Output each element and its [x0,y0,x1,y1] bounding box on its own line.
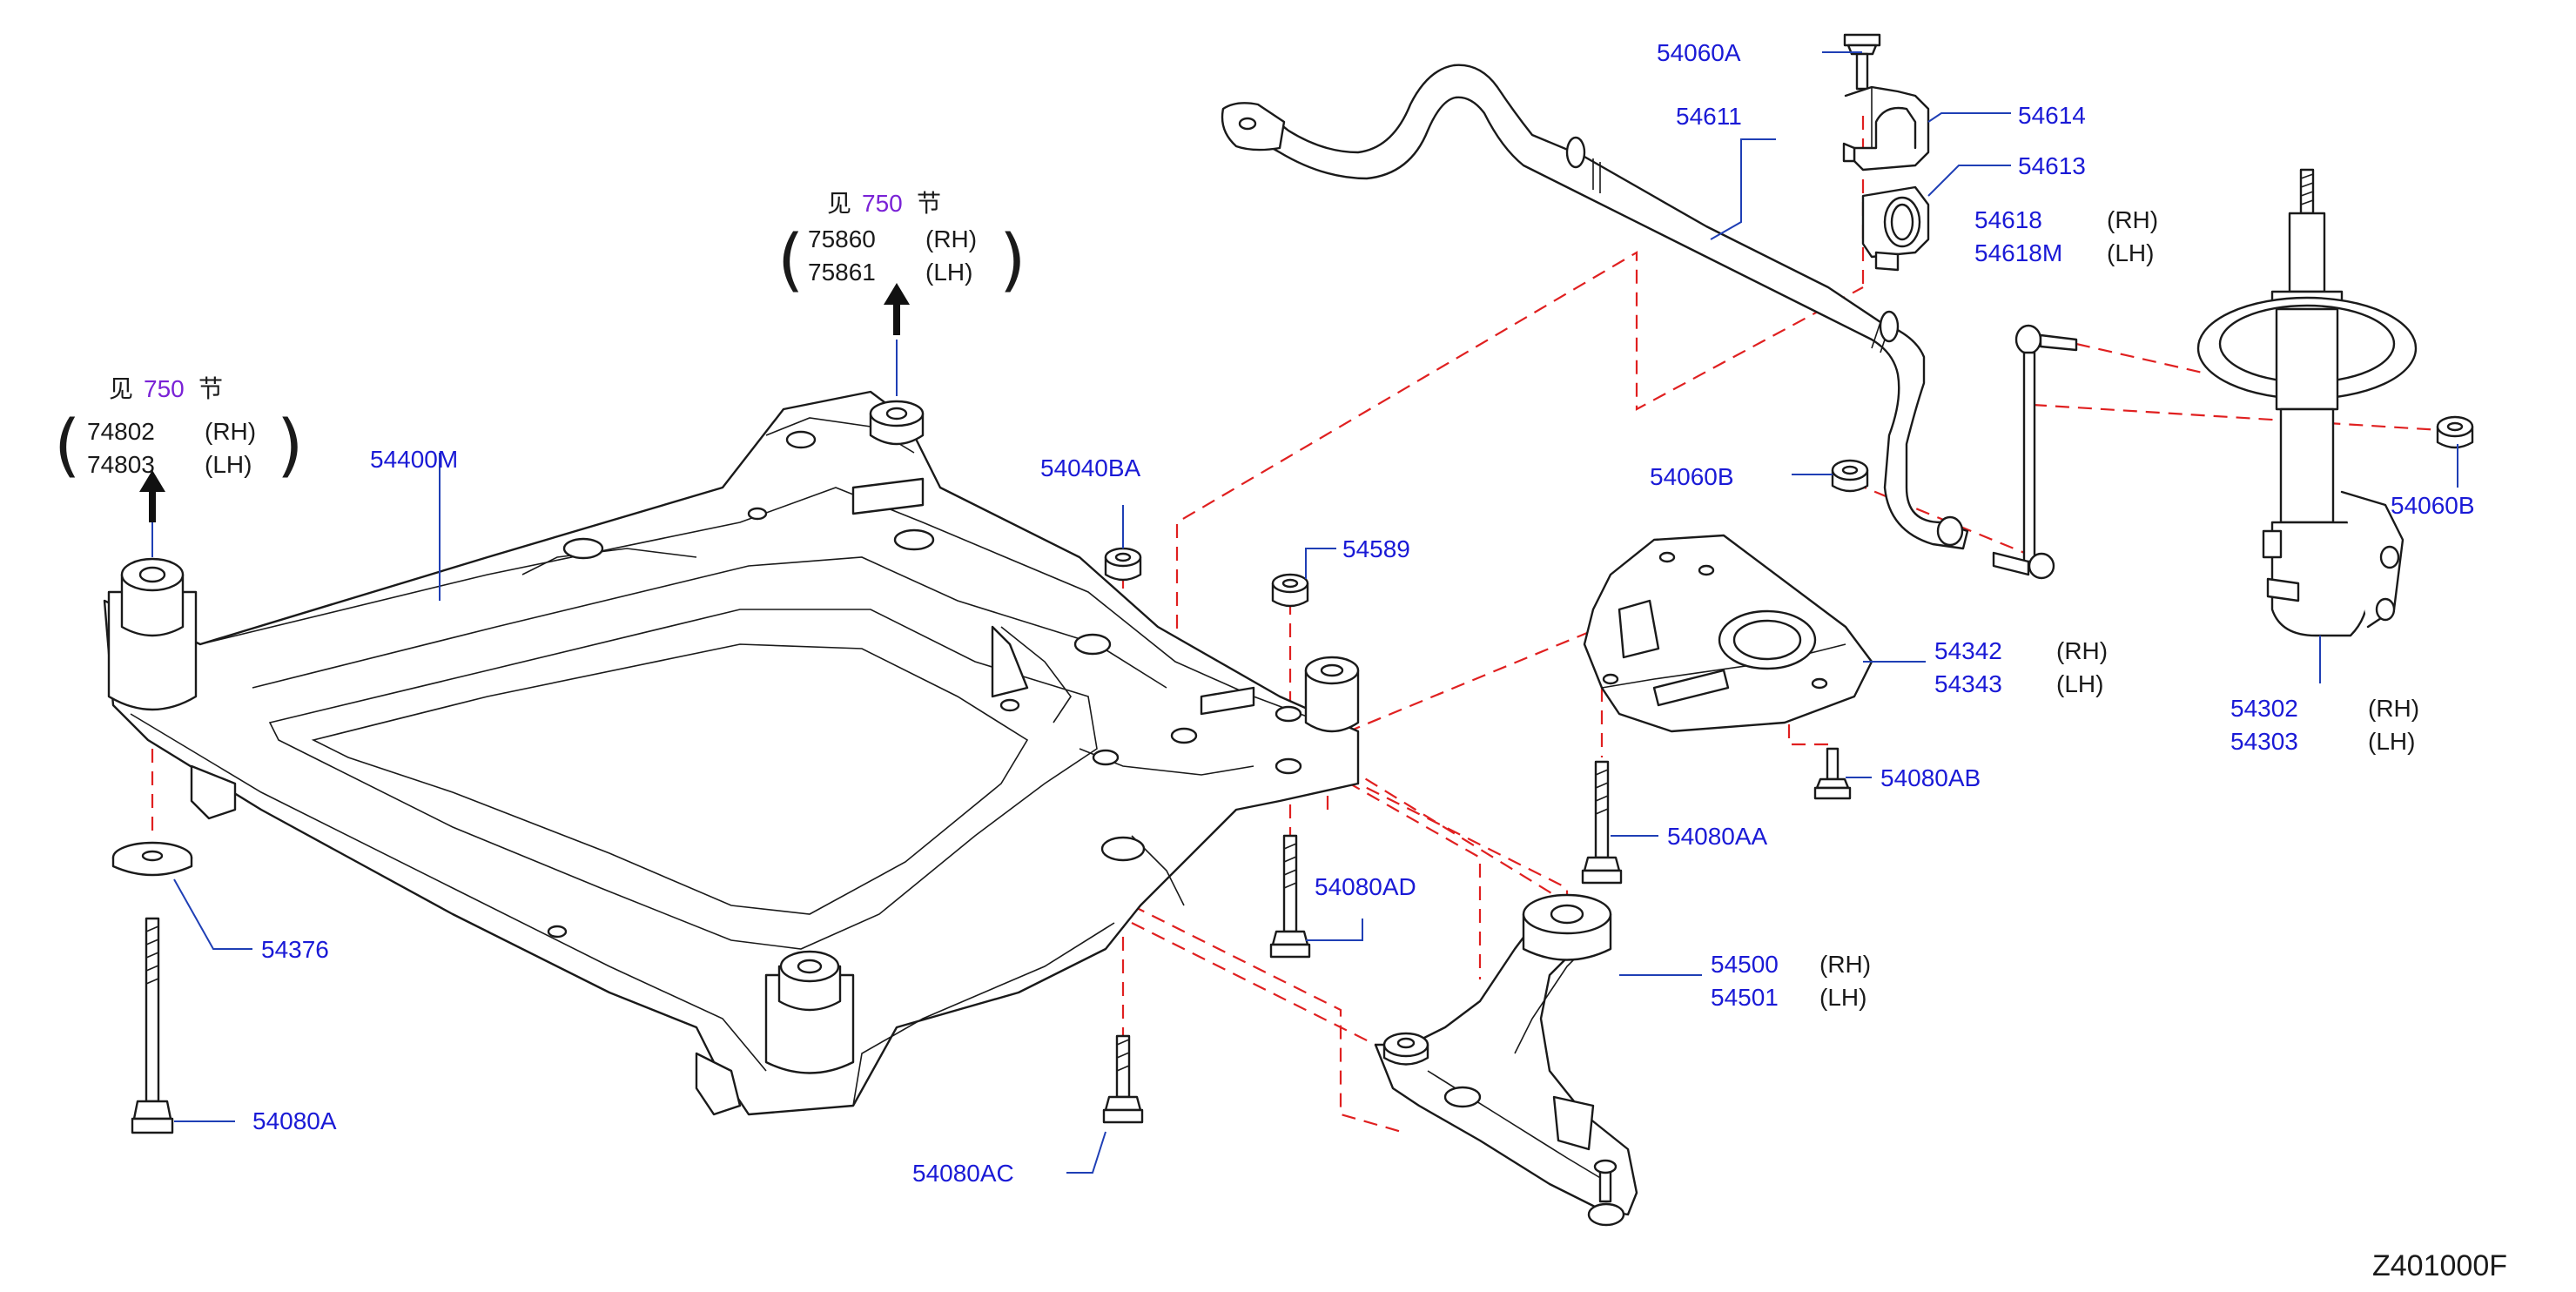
label-54080AC[interactable]: 54080AC [912,1160,1014,1187]
rh-tag: (RH) [205,418,256,445]
see-suffix: 节 [198,374,223,403]
rh-tag: (RH) [1819,951,1871,978]
label-54501[interactable]: 54501 [1711,984,1779,1011]
section-link[interactable]: 750 [144,375,185,402]
label-54080AA[interactable]: 54080AA [1667,823,1768,850]
label-54589[interactable]: 54589 [1342,535,1410,562]
label-54611[interactable]: 54611 [1676,103,1742,130]
leader-lines [151,51,2458,1174]
see-suffix: 节 [917,189,941,218]
bolt-54080AA [1581,760,1623,885]
bolt-54080AD [1269,834,1311,959]
lh-tag: (LH) [2368,728,2415,755]
nut-54060B-right [2436,415,2474,449]
figure-id: Z401000F [2372,1249,2507,1282]
see-ref-right: 见 750 节 ( 75860 (RH) 75861 (LH) ) [777,189,1026,299]
lh-tag: (LH) [925,259,972,286]
arrow-up-icon [884,283,910,335]
label-54500[interactable]: 54500 [1711,951,1779,978]
bracket-54614 [1842,85,1930,172]
bolt-54080A [131,917,174,1134]
rh-tag: (RH) [2056,637,2108,664]
rh-tag: (RH) [2107,206,2158,233]
bushing-54613 [1861,185,1930,272]
label-54080AB[interactable]: 54080AB [1880,764,1981,791]
label-54302[interactable]: 54302 [2230,695,2298,722]
paren-open: ( [777,221,804,299]
nut-54589 [1271,573,1309,608]
paren-open: ( [54,407,80,485]
rh-tag: (RH) [925,225,977,252]
arrow-up-icon [139,470,165,522]
label-54343[interactable]: 54343 [1934,670,2002,697]
ref-part-lh: 74803 [87,451,155,478]
see-ref-left: 见 750 节 ( 74802 (RH) 74803 (LH) ) [54,374,303,485]
label-54303[interactable]: 54303 [2230,728,2298,755]
stabilizer-link [1992,324,2078,580]
crossmember-subframe [103,390,1360,1116]
label-54040BA[interactable]: 54040BA [1040,454,1141,481]
label-54376[interactable]: 54376 [261,936,329,963]
lh-tag: (LH) [2107,239,2154,266]
front-bushing-top [869,400,925,446]
paren-close: ) [999,221,1026,299]
label-54060B-left[interactable]: 54060B [1650,463,1734,490]
stabilizer-bar [1221,64,1969,550]
label-54060B-right[interactable]: 54060B [2391,492,2475,519]
rh-tag: (RH) [2368,695,2419,722]
bolt-54080AB [1813,747,1852,800]
label-54614[interactable]: 54614 [2018,102,2086,129]
label-54618M[interactable]: 54618M [1974,239,2062,266]
part-labels: 54060A 54611 54614 54613 54618 (RH) 5461… [252,39,2475,1187]
strut-assembly [2196,168,2418,637]
ref-part-lh: 75861 [808,259,876,286]
nut-54060B-left [1831,459,1869,493]
lh-tag: (LH) [2056,670,2103,697]
label-54060A[interactable]: 54060A [1657,39,1741,66]
lh-tag: (LH) [1819,984,1866,1011]
rear-bushing-left [107,557,198,711]
section-link[interactable]: 750 [862,190,903,217]
lh-tag: (LH) [205,451,252,478]
label-54613[interactable]: 54613 [2018,152,2086,179]
see-prefix: 见 [827,189,851,218]
paren-close: ) [277,407,303,485]
label-54400M[interactable]: 54400M [370,446,458,473]
lower-link [1374,893,1638,1227]
nut-54040BA [1104,547,1142,582]
see-prefix: 见 [109,374,133,403]
front-bushing-bottom [764,950,855,1074]
label-54618[interactable]: 54618 [1974,206,2042,233]
label-54342[interactable]: 54342 [1934,637,2002,664]
ref-part-rh: 74802 [87,418,155,445]
bolt-54080AC [1102,1034,1144,1124]
bracket-54342 [1583,534,1873,733]
label-54080A[interactable]: 54080A [252,1107,337,1134]
ref-part-rh: 75860 [808,225,876,252]
washer-54376 [111,841,193,877]
label-54080AD[interactable]: 54080AD [1315,873,1416,900]
bolt-54060A [1843,33,1881,91]
front-bushing-right [1304,656,1360,733]
